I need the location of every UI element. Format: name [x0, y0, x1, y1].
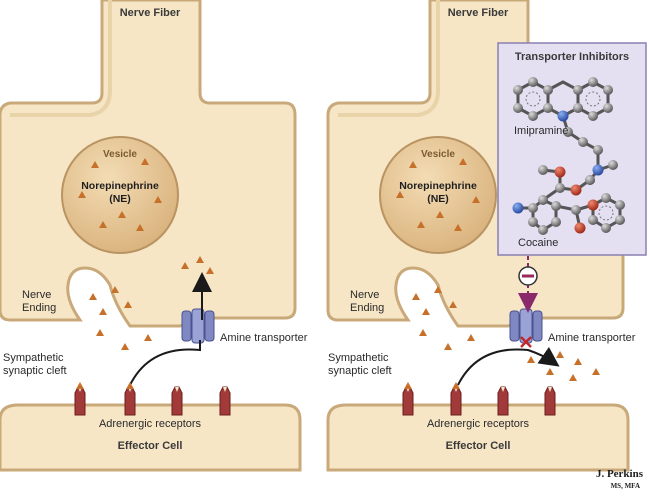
cocaine-molecule-icon	[512, 165, 625, 235]
block-x-icon	[520, 336, 532, 348]
cleft-label-line2: synaptic cleft	[328, 365, 392, 377]
cleft-label-line1: Sympathetic	[328, 352, 389, 364]
nerve-ending-label-line1: Nerve	[350, 289, 379, 301]
receptors-label: Adrenergic receptors	[427, 418, 530, 430]
signature-credentials: MS, MFA	[611, 482, 640, 490]
nerve-ending-label-line2: Ending	[350, 302, 384, 314]
drug-label-imipramine: Imipramine	[514, 125, 568, 137]
cleft-label-line2: synaptic cleft	[3, 365, 67, 377]
ne-path-arrow	[129, 340, 201, 386]
nerve-ending-label-line2: Ending	[22, 302, 56, 314]
signature-name: J. Perkins	[596, 468, 644, 480]
effector-cell-shape	[0, 403, 302, 472]
receptors-label: Adrenergic receptors	[99, 418, 202, 430]
cleft-label-line1: Sympathetic	[3, 352, 64, 364]
vesicle-content-line1: Norepinephrine	[81, 180, 159, 192]
transporter-label: Amine transporter	[220, 332, 308, 344]
inhibitor-box-title: Transporter Inhibitors	[515, 51, 629, 63]
transporter-label: Amine transporter	[548, 332, 636, 344]
vesicle-content-line2: (NE)	[109, 193, 131, 205]
imipramine-molecule-icon	[513, 77, 618, 185]
panel-normal: Nerve Fiber Vesicle Norepinephrine (NE) …	[0, 0, 308, 472]
vesicle-content-line1: Norepinephrine	[399, 180, 477, 192]
drug-label-cocaine: Cocaine	[518, 237, 558, 249]
vesicle-content-line2: (NE)	[427, 193, 449, 205]
inhibitor-box: Transporter Inhibitors	[497, 42, 647, 256]
minus-icon	[518, 266, 538, 286]
effector-cell-label: Effector Cell	[446, 440, 511, 452]
amine-transporter-blocked	[509, 308, 543, 344]
vesicle	[379, 136, 497, 254]
artist-signature: J. Perkins MS, MFA	[596, 468, 644, 490]
nerve-fiber-label: Nerve Fiber	[448, 7, 509, 19]
vesicle-label: Vesicle	[103, 149, 137, 160]
nerve-ending-label-line1: Nerve	[22, 289, 51, 301]
vesicle	[61, 136, 179, 254]
effector-cell-shape	[326, 403, 630, 472]
amine-transporter	[181, 308, 215, 344]
effector-cell-label: Effector Cell	[118, 440, 183, 452]
vesicle-label: Vesicle	[421, 149, 455, 160]
nerve-fiber-label: Nerve Fiber	[120, 7, 181, 19]
panel-inhibited: Nerve Fiber Vesicle Norepinephrine (NE) …	[326, 0, 647, 472]
ne-path-arrow	[457, 346, 560, 386]
